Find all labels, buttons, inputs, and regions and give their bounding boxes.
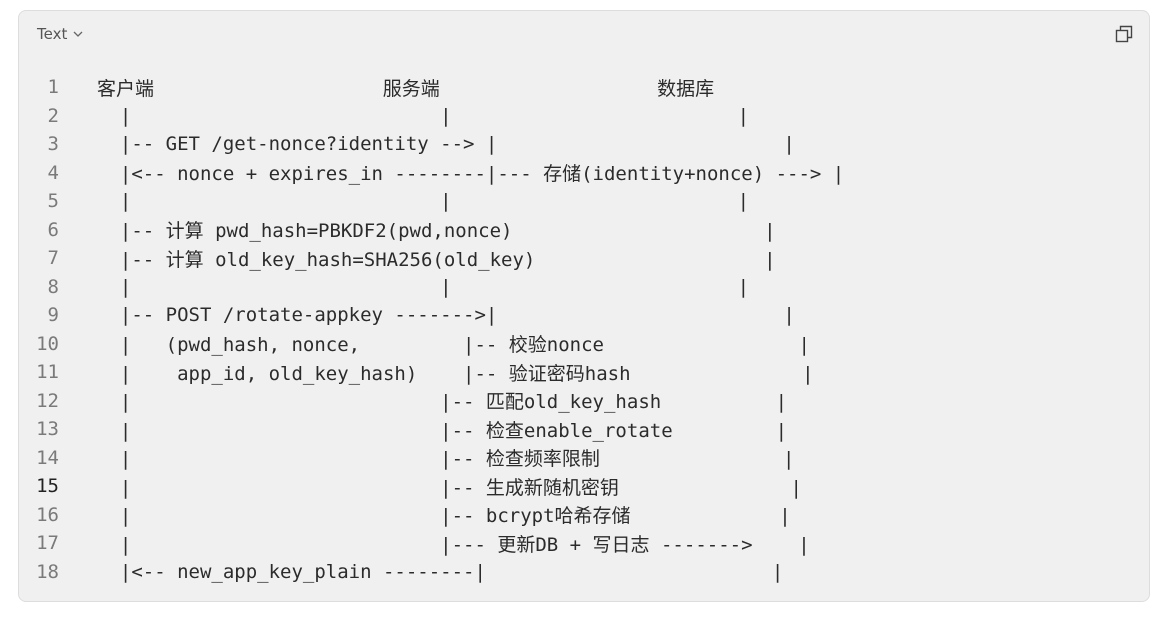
line-text: | app_id, old_key_hash) |-- 验证密码hash | xyxy=(97,362,814,385)
line-text: |<-- nonce + expires_in --------|--- 存储(… xyxy=(97,163,845,186)
code-line: 10 | (pwd_hash, nonce, |-- 校验nonce | xyxy=(19,330,1149,359)
line-number: 13 xyxy=(36,418,59,441)
code-line: 15 | |-- 生成新随机密钥 | xyxy=(19,472,1149,501)
code-line: 7 |-- 计算 old_key_hash=SHA256(old_key) | xyxy=(19,244,1149,273)
line-number: 9 xyxy=(47,304,59,327)
line-text: | |--- 更新DB + 写日志 -------> | xyxy=(97,533,810,556)
line-number: 8 xyxy=(47,275,59,298)
line-number: 7 xyxy=(47,247,59,270)
line-number: 10 xyxy=(36,332,59,355)
line-text: |-- 计算 pwd_hash=PBKDF2(pwd,nonce) | xyxy=(97,220,776,243)
line-text: | |-- 匹配old_key_hash | xyxy=(97,391,788,414)
line-number: 6 xyxy=(47,218,59,241)
line-number: 5 xyxy=(47,190,59,213)
code-line: 9 |-- POST /rotate-appkey ------->| | xyxy=(19,301,1149,330)
line-text: |-- GET /get-nonce?identity --> | | xyxy=(97,133,795,156)
line-text: | | | xyxy=(97,190,750,213)
line-number: 11 xyxy=(36,361,59,384)
chevron-down-icon xyxy=(72,28,84,40)
line-number: 12 xyxy=(36,389,59,412)
line-text: | |-- 检查频率限制 | xyxy=(97,448,795,471)
code-line: 18 |<-- new_app_key_plain --------| | xyxy=(19,558,1149,587)
code-line: 8 | | | xyxy=(19,273,1149,302)
copy-button[interactable] xyxy=(1113,25,1135,47)
line-number: 16 xyxy=(36,503,59,526)
line-number: 15 xyxy=(36,475,59,498)
language-label: Text xyxy=(37,25,68,43)
line-text: |<-- new_app_key_plain --------| | xyxy=(97,560,784,583)
line-text: | |-- 生成新随机密钥 | xyxy=(97,476,802,499)
code-line: 1 客户端 服务端 数据库 xyxy=(19,73,1149,102)
code-line: 17 | |--- 更新DB + 写日志 -------> | xyxy=(19,529,1149,558)
code-line: 2 | | | xyxy=(19,102,1149,131)
line-number: 3 xyxy=(47,133,59,156)
line-text: |-- 计算 old_key_hash=SHA256(old_key) | xyxy=(97,248,776,271)
line-text: |-- POST /rotate-appkey ------->| | xyxy=(97,304,795,327)
line-text: | | | xyxy=(97,104,750,127)
code-line: 16 | |-- bcrypt哈希存储 | xyxy=(19,501,1149,530)
line-text: | |-- bcrypt哈希存储 | xyxy=(97,505,791,528)
code-line: 12 | |-- 匹配old_key_hash | xyxy=(19,387,1149,416)
line-number: 4 xyxy=(47,161,59,184)
code-line: 11 | app_id, old_key_hash) |-- 验证密码hash … xyxy=(19,358,1149,387)
line-number: 17 xyxy=(36,532,59,555)
copy-icon xyxy=(1115,25,1133,47)
line-number: 2 xyxy=(47,104,59,127)
code-line: 5 | | | xyxy=(19,187,1149,216)
line-text: | |-- 检查enable_rotate | xyxy=(97,419,788,442)
line-number: 18 xyxy=(36,560,59,583)
code-line: 13 | |-- 检查enable_rotate | xyxy=(19,415,1149,444)
line-text: | (pwd_hash, nonce, |-- 校验nonce | xyxy=(97,334,810,357)
line-number: 14 xyxy=(36,446,59,469)
code-line: 4 |<-- nonce + expires_in --------|--- 存… xyxy=(19,159,1149,188)
code-line: 14 | |-- 检查频率限制 | xyxy=(19,444,1149,473)
language-selector[interactable]: Text xyxy=(37,25,84,43)
code-line: 6 |-- 计算 pwd_hash=PBKDF2(pwd,nonce) | xyxy=(19,216,1149,245)
line-text: 客户端 服务端 数据库 xyxy=(97,77,715,100)
line-number: 1 xyxy=(47,76,59,99)
code-line: 3 |-- GET /get-nonce?identity --> | | xyxy=(19,130,1149,159)
line-text: | | | xyxy=(97,275,750,298)
